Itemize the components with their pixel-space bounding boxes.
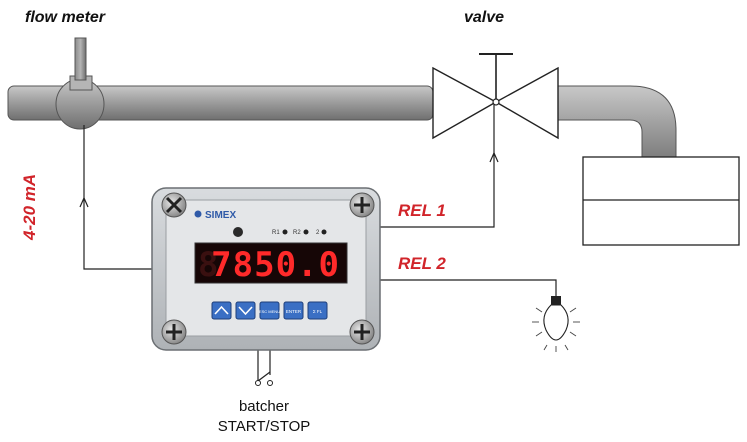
enter-label: ENTER — [286, 309, 302, 314]
tank — [582, 156, 740, 246]
flow-meter — [55, 37, 105, 130]
display-ghost-digit: 8 — [198, 245, 218, 285]
switch-contact-b — [267, 380, 273, 386]
down-button[interactable] — [235, 301, 256, 320]
screw-icon — [349, 319, 375, 345]
meter-buttons: ESC MENU ENTER Σ FL — [211, 301, 328, 320]
sum-fl-button[interactable]: Σ FL — [307, 301, 328, 320]
led-r1 — [282, 229, 288, 235]
meter-brand: SIMEX — [194, 210, 236, 221]
batcher-start-stop-label: START/STOP — [217, 418, 311, 435]
lamp-icon — [532, 296, 580, 352]
chevron-up-icon — [214, 305, 229, 315]
led-indicators: R1 R2 2 — [272, 229, 327, 236]
housing-screws — [161, 192, 375, 345]
switch-contact-a — [255, 380, 261, 386]
meter-display: 8 7850.0 — [194, 242, 348, 285]
sum-fl-label: Σ FL — [313, 309, 323, 314]
current-signal-label: 4-20 mA — [20, 173, 39, 240]
batcher-label: batcher — [238, 398, 290, 415]
display-value: 7850.0 — [211, 245, 340, 285]
esc-menu-button[interactable]: ESC MENU — [259, 301, 280, 320]
led-label-r1: R1 — [272, 230, 280, 236]
screw-icon — [161, 319, 187, 345]
screw-icon — [349, 192, 375, 218]
up-button[interactable] — [211, 301, 232, 320]
led-3 — [321, 229, 327, 235]
sensor-window — [233, 227, 243, 237]
led-label-r2: R2 — [293, 230, 301, 236]
screw-icon — [161, 192, 187, 218]
relay2-label: REL 2 — [398, 254, 446, 273]
valve-label: valve — [464, 9, 505, 26]
chevron-down-icon — [238, 306, 253, 316]
led-label-3: 2 — [316, 230, 320, 236]
brand-text: SIMEX — [205, 210, 236, 221]
enter-button[interactable]: ENTER — [283, 301, 304, 320]
valve — [432, 53, 559, 140]
esc-menu-label: ESC MENU — [259, 309, 280, 314]
flow-meter-label: flow meter — [25, 9, 106, 26]
led-r2 — [303, 229, 309, 235]
relay1-label: REL 1 — [398, 201, 446, 220]
